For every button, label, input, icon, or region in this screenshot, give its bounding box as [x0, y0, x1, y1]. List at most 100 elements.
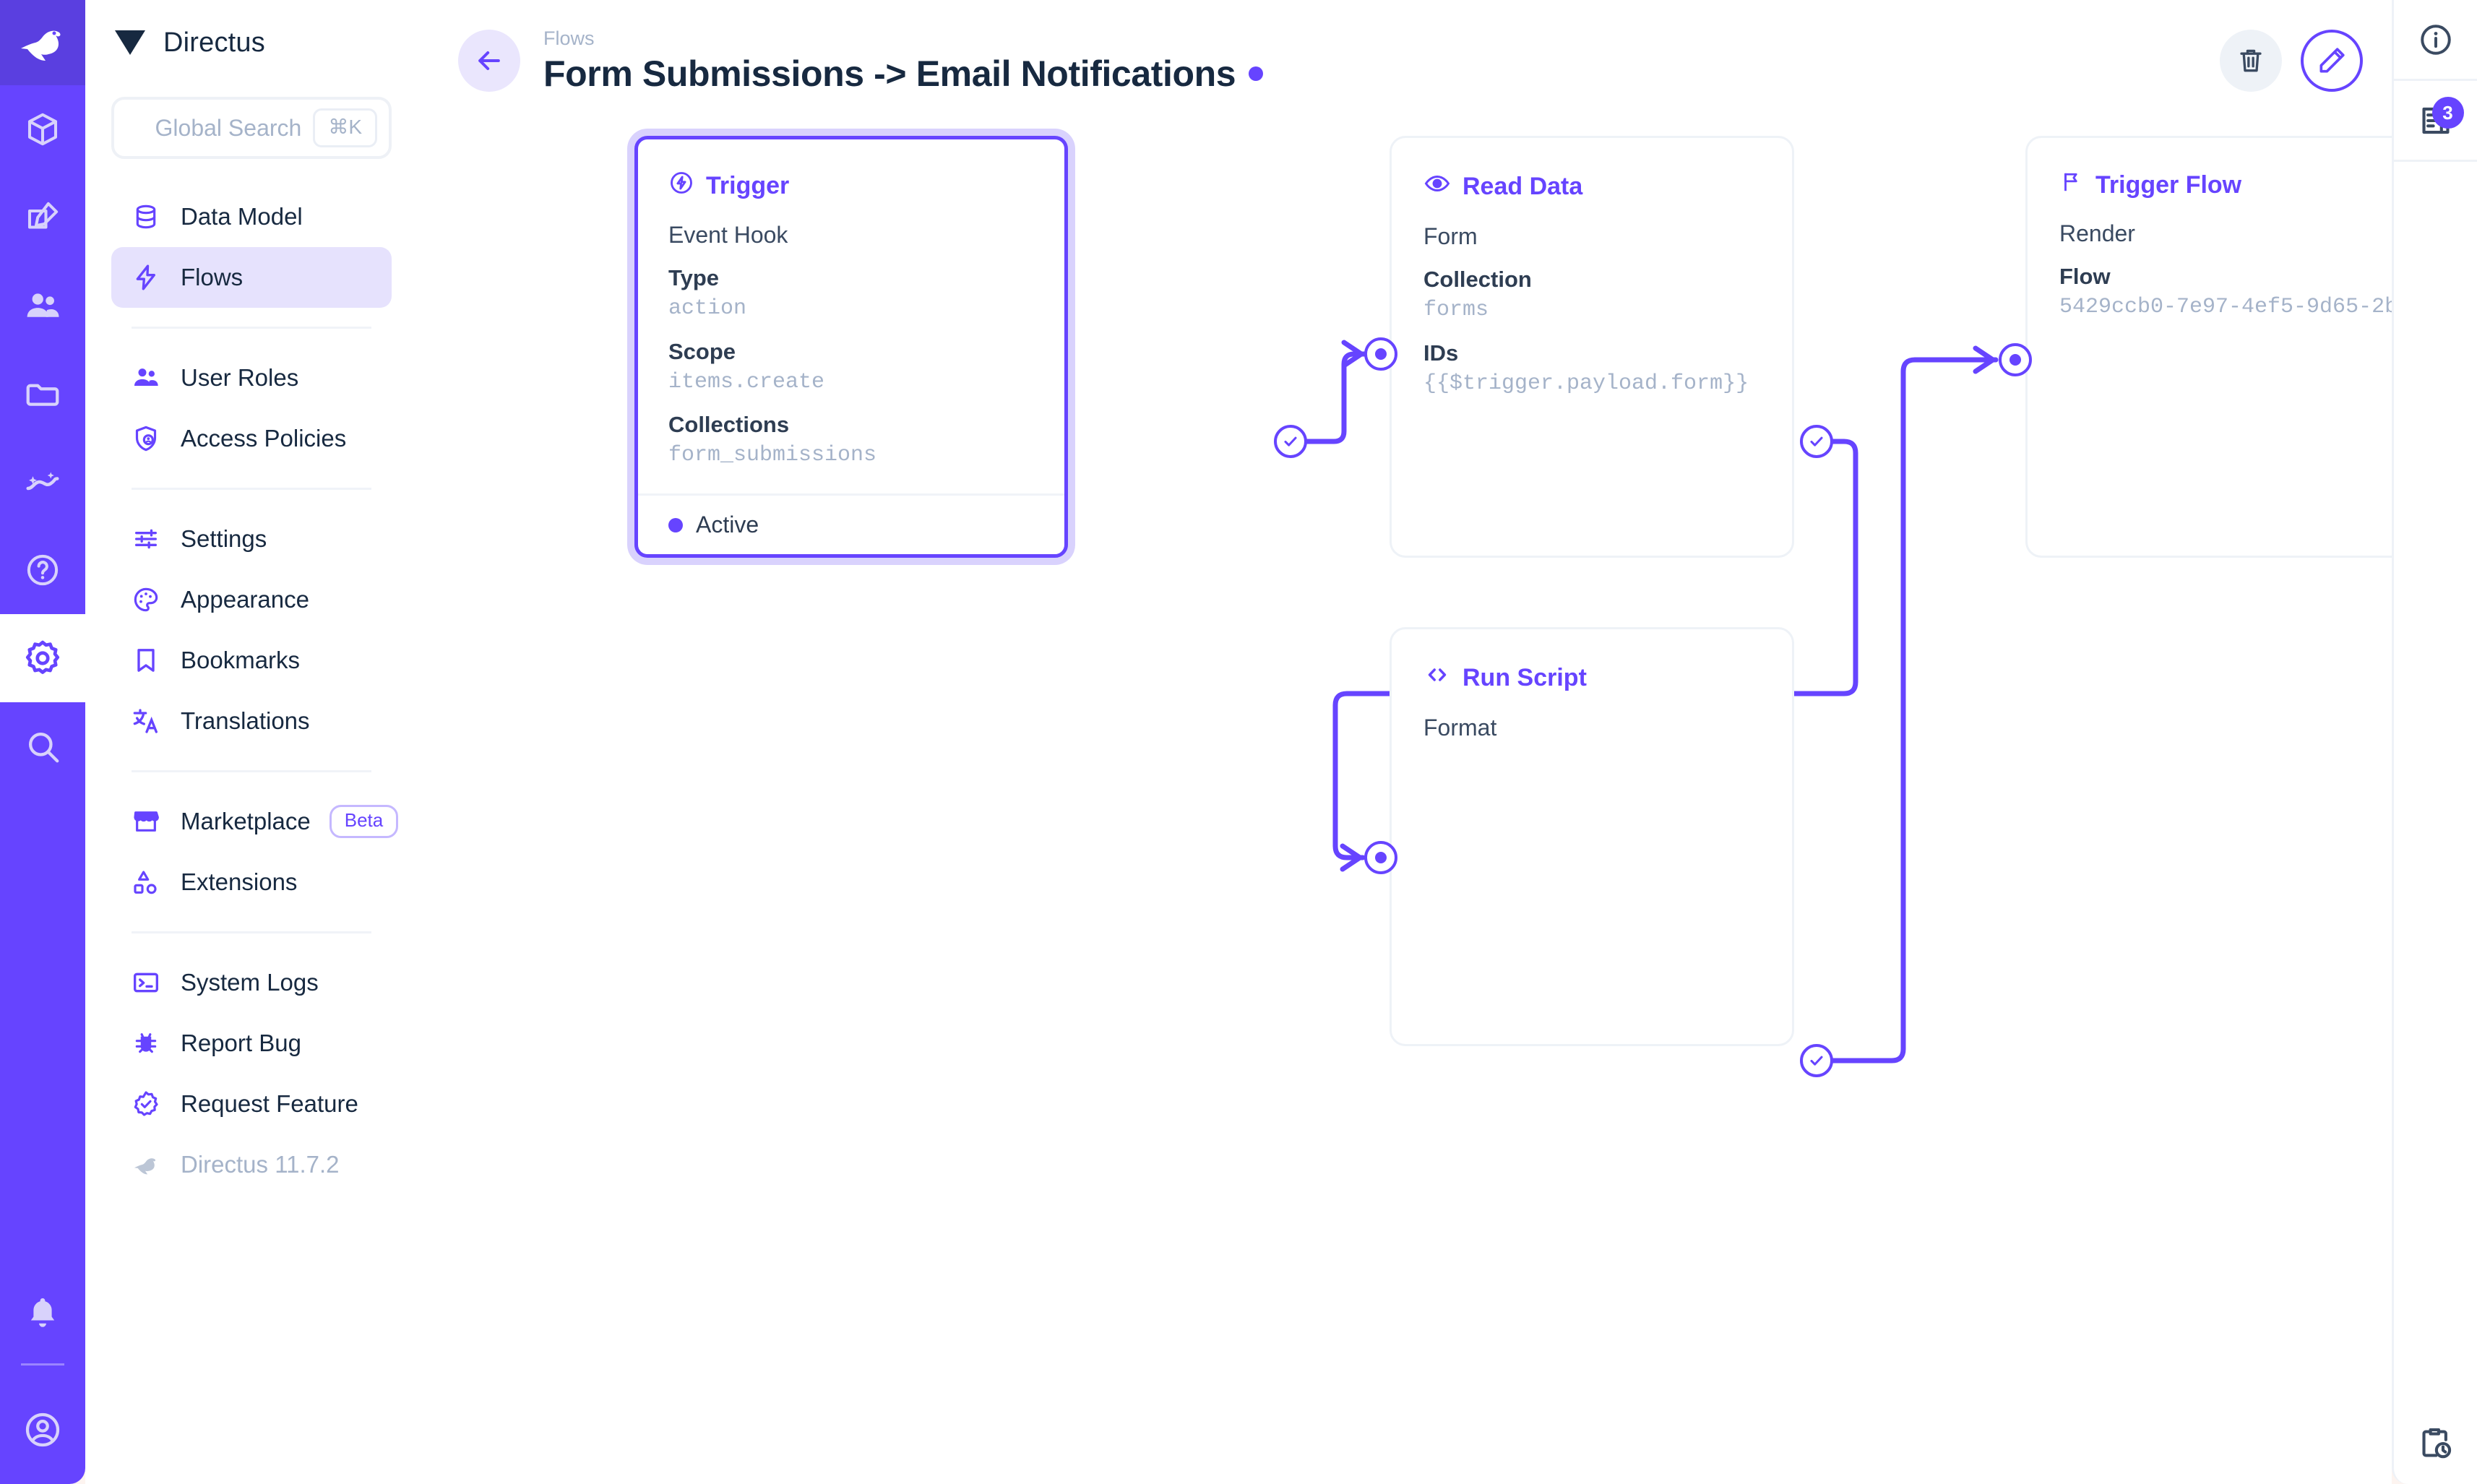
sidebar-item-label: User Roles [181, 364, 299, 391]
storefront-icon [130, 806, 162, 837]
rail-divider [21, 1363, 64, 1366]
flow-node-read-data[interactable]: Read Data Form Collection forms IDs {{$t… [1390, 136, 1794, 558]
rail-item-settings[interactable] [0, 614, 85, 702]
sidebar-item-version: Directus 11.7.2 [111, 1134, 392, 1195]
node-type-label: Trigger [706, 172, 790, 199]
field-value: 5429ccb0-7e97-4ef5-9d65-2b… [2059, 295, 2392, 320]
port-trigger-resolve[interactable] [1274, 425, 1307, 458]
node-type-header: Trigger Flow [2059, 170, 2392, 201]
bug-icon [130, 1027, 162, 1059]
node-field: Scope items.create [668, 337, 1034, 410]
rail-item-users[interactable] [0, 262, 85, 350]
sidebar-divider [132, 770, 371, 772]
sidebar-item-label: Translations [181, 707, 310, 734]
flow-logs-button[interactable]: 3 [2392, 81, 2477, 162]
rail-item-editor[interactable] [0, 173, 85, 262]
node-field: Collections form_submissions [668, 410, 1034, 483]
delete-flow-button[interactable] [2220, 30, 2282, 92]
port-run-script-input[interactable] [1364, 841, 1397, 874]
flow-canvas[interactable]: Trigger Event Hook Type action Scope ite… [418, 121, 2392, 1484]
rail-item-content[interactable] [0, 85, 85, 173]
bolt-circle-icon [668, 170, 694, 202]
terminal-icon [130, 967, 162, 998]
sidebar-item-marketplace[interactable]: Marketplace Beta [111, 791, 399, 852]
tune-icon [130, 523, 162, 555]
breadcrumb[interactable]: Flows [543, 27, 595, 50]
field-key: Type [668, 265, 720, 291]
shield-person-icon [130, 423, 162, 454]
flow-node-trigger[interactable]: Trigger Event Hook Type action Scope ite… [634, 136, 1068, 558]
trash-icon [2240, 49, 2262, 72]
sidebar-item-system-logs[interactable]: System Logs [111, 952, 392, 1013]
sidebar-item-label: Appearance [181, 586, 309, 613]
sidebar-item-translations[interactable]: Translations [111, 691, 392, 751]
sidebar-item-settings[interactable]: Settings [111, 509, 392, 569]
back-button[interactable] [458, 30, 520, 92]
field-value: form_submissions [668, 442, 877, 467]
flow-info-button[interactable] [2392, 0, 2477, 81]
field-key: Scope [668, 338, 736, 364]
port-trigger-flow-render-input[interactable] [1999, 343, 2032, 376]
sidebar-item-bookmarks[interactable]: Bookmarks [111, 630, 392, 691]
database-icon [130, 201, 162, 233]
port-read-data-input[interactable] [1364, 337, 1397, 371]
sidebar-item-appearance[interactable]: Appearance [111, 569, 392, 630]
sidebar-item-label: Settings [181, 525, 267, 552]
sidebar-nav: Data Model Flows User [85, 159, 418, 1195]
brand-name: Directus [163, 27, 265, 58]
sidebar-item-label: Data Model [181, 203, 303, 230]
node-type-label: Trigger Flow [2095, 171, 2242, 199]
pencil-icon [2319, 48, 2345, 73]
rail-item-notifications[interactable] [0, 1269, 85, 1358]
page-title: Form Submissions -> Email Notifications [543, 53, 1236, 94]
activity-history-button[interactable] [2393, 1403, 2477, 1484]
directus-rabbit-logo-icon[interactable] [0, 0, 85, 85]
rail-item-search[interactable] [0, 702, 85, 790]
edit-flow-button[interactable] [2301, 30, 2363, 92]
sidebar-item-label: Marketplace [181, 808, 311, 834]
sidebar-item-report-bug[interactable]: Report Bug [111, 1013, 392, 1074]
field-key: Collection [1423, 267, 1532, 293]
brand-header: Directus [85, 0, 418, 85]
sidebar-item-label: Access Policies [181, 425, 347, 452]
node-type-header: Read Data [1423, 170, 1760, 204]
flow-node-run-script[interactable]: Run Script Format [1390, 627, 1794, 1046]
field-value: action [668, 296, 747, 322]
sidebar-version-label: Directus 11.7.2 [181, 1151, 340, 1178]
sidebar-item-extensions[interactable]: Extensions [111, 852, 392, 913]
sidebar-divider [132, 488, 371, 490]
search-input[interactable]: Global Search ⌘K [111, 97, 392, 159]
sidebar-item-request-feature[interactable]: Request Feature [111, 1074, 392, 1134]
flow-node-trigger-flow-render[interactable]: Trigger Flow Render Flow 5429ccb0-7e97-4… [2025, 136, 2392, 558]
sidebar-divider [132, 327, 371, 329]
sidebar-item-user-roles[interactable]: User Roles [111, 348, 392, 408]
title-block: Flows Form Submissions -> Email Notifica… [543, 27, 1264, 95]
search-placeholder: Global Search [155, 114, 302, 141]
module-rail [0, 0, 85, 1484]
node-field: IDs {{$trigger.payload.form}} [1423, 338, 1760, 400]
rail-item-account[interactable] [0, 1376, 85, 1484]
node-type-label: Read Data [1462, 173, 1583, 200]
sidebar-item-access-policies[interactable]: Access Policies [111, 408, 392, 469]
node-field: Type action [668, 263, 1034, 336]
port-read-data-resolve[interactable] [1800, 425, 1833, 458]
node-field: Collection forms [1423, 264, 1760, 326]
field-key: Flow [2059, 264, 2111, 290]
rail-item-insights[interactable] [0, 438, 85, 526]
field-key: IDs [1423, 340, 1459, 366]
flow-editor-main: Flows Form Submissions -> Email Notifica… [418, 0, 2392, 1484]
node-subtitle: Form [1423, 223, 1478, 249]
port-run-script-resolve[interactable] [1800, 1044, 1833, 1077]
search-shortcut-kbd: ⌘K [313, 108, 377, 147]
node-type-label: Run Script [1462, 664, 1587, 691]
rail-item-help[interactable] [0, 526, 85, 614]
sidebar-item-flows[interactable]: Flows [111, 247, 392, 308]
rail-item-files[interactable] [0, 350, 85, 438]
status-badge [1249, 66, 1264, 81]
sidebar-item-data-model[interactable]: Data Model [111, 186, 392, 247]
node-field: Flow 5429ccb0-7e97-4ef5-9d65-2b… [2059, 262, 2392, 323]
code-brackets-icon [1423, 661, 1451, 695]
directus-rabbit-small-icon [130, 1149, 162, 1181]
arrow-left-icon [478, 51, 500, 71]
